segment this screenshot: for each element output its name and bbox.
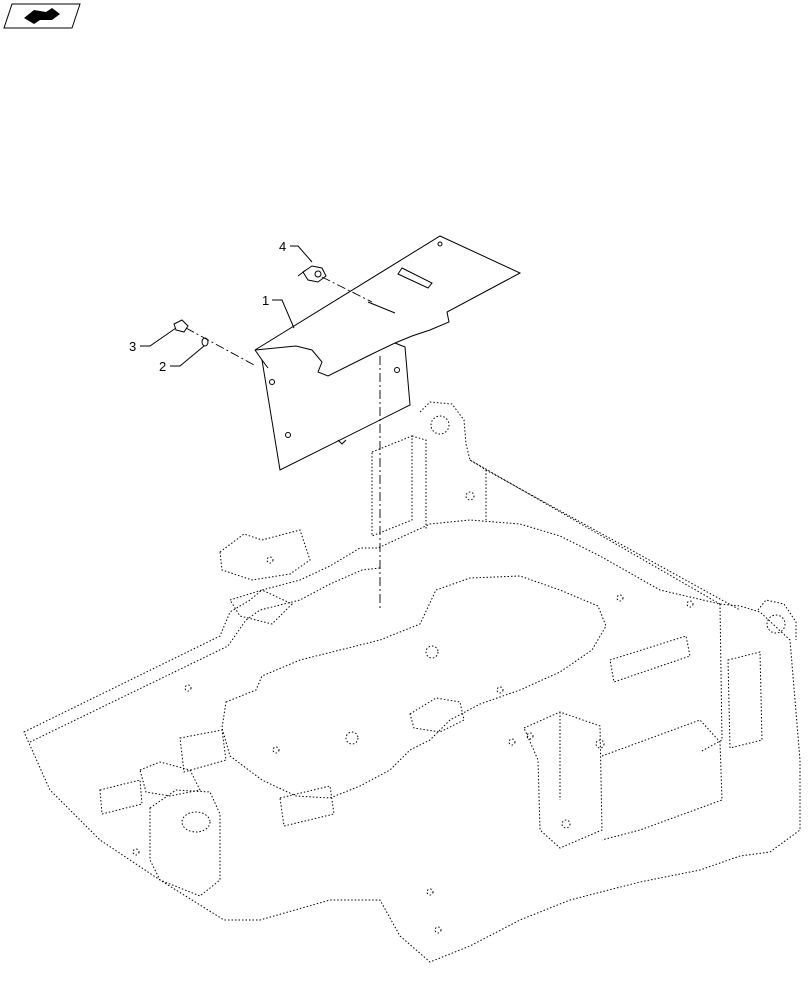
part-1-bracket bbox=[254, 235, 522, 471]
callout-1: 1 bbox=[262, 293, 269, 308]
callout-3: 3 bbox=[129, 339, 136, 354]
nav-arrow-icon[interactable] bbox=[3, 3, 81, 29]
callout-4: 4 bbox=[279, 239, 286, 254]
center-lines bbox=[185, 276, 381, 610]
part-3-bolt bbox=[173, 319, 189, 333]
callout-2: 2 bbox=[159, 359, 166, 374]
leader-lines bbox=[140, 245, 313, 367]
part-4-latch bbox=[297, 265, 327, 283]
machine-frame bbox=[23, 401, 801, 963]
